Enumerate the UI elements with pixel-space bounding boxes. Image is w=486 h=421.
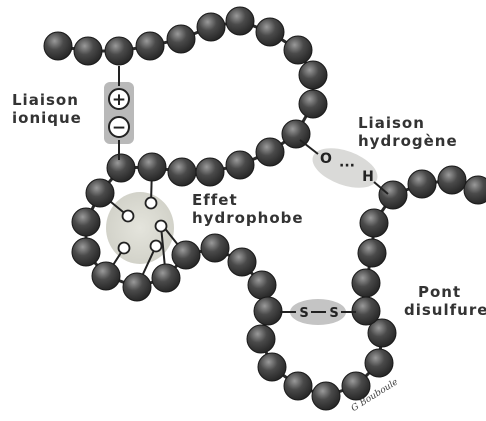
amino-acid-bead — [463, 175, 486, 205]
hydrogen-label-line1: Liaison — [358, 114, 425, 132]
hydrophobic-residue — [117, 241, 131, 255]
hydrogen-bond-halo — [312, 148, 378, 188]
amino-acid-bead — [364, 348, 394, 378]
amino-acid-bead — [195, 157, 225, 187]
amino-acid-bead — [311, 381, 341, 411]
amino-acid-bead — [247, 270, 277, 300]
charge-pair-icon: + − — [108, 66, 130, 160]
amino-acid-bead — [257, 352, 287, 382]
amino-acid-bead — [166, 24, 196, 54]
ionic-label-line2: ionique — [12, 109, 82, 127]
hydrogen-bond-icon: O ··· H — [299, 139, 389, 195]
disulfide-bridge-label: Pont disulfure — [404, 283, 486, 319]
hydrogen-bond-label: Liaison hydrogène — [358, 114, 458, 150]
amino-acid-bead — [359, 208, 389, 238]
amino-acid-bead — [137, 152, 167, 182]
plus-sign: + — [112, 90, 126, 110]
hydrogen-dots: ··· — [339, 158, 355, 174]
amino-acid-bead — [85, 178, 115, 208]
amino-acid-bead — [225, 6, 255, 36]
amino-acid-bead — [106, 153, 136, 183]
minus-sign: − — [112, 118, 126, 138]
bead-group — [43, 6, 486, 411]
amino-acid-bead — [255, 137, 285, 167]
amino-acid-bead — [283, 371, 313, 401]
disulfide-bridge-icon: S S — [280, 306, 356, 321]
amino-acid-bead — [437, 165, 467, 195]
hydrophobic-residue — [149, 239, 163, 253]
amino-acid-bead — [357, 238, 387, 268]
amino-acid-bead — [104, 36, 134, 66]
amino-acid-bead — [298, 89, 328, 119]
amino-acid-bead — [71, 207, 101, 237]
amino-acid-bead — [367, 318, 397, 348]
amino-acid-bead — [91, 261, 121, 291]
hydrogen-atom: H — [362, 169, 374, 185]
amino-acid-bead — [71, 237, 101, 267]
ionic-bond-label: Liaison ionique — [12, 91, 82, 127]
amino-acid-bead — [407, 169, 437, 199]
oxygen-atom: O — [320, 151, 332, 167]
amino-acid-bead — [255, 17, 285, 47]
sulfur-left: S — [299, 306, 308, 321]
ionic-label-line1: Liaison — [12, 91, 79, 109]
hydrophobic-label-line1: Effet — [192, 191, 238, 209]
amino-acid-bead — [298, 60, 328, 90]
amino-acid-bead — [283, 35, 313, 65]
amino-acid-bead — [378, 180, 408, 210]
amino-acid-bead — [225, 150, 255, 180]
amino-acid-bead — [253, 296, 283, 326]
amino-acid-bead — [341, 371, 371, 401]
amino-acid-bead — [43, 31, 73, 61]
amino-acid-bead — [171, 240, 201, 270]
amino-acid-bead — [167, 157, 197, 187]
hydrophobic-effect-label: Effet hydrophobe — [192, 191, 304, 227]
amino-acid-bead — [281, 119, 311, 149]
amino-acid-bead — [135, 31, 165, 61]
amino-acid-bead — [73, 36, 103, 66]
amino-acid-bead — [351, 296, 381, 326]
disulfide-label-line1: Pont — [418, 283, 462, 301]
hydrophobic-residue — [154, 219, 168, 233]
hydrogen-label-line2: hydrogène — [358, 132, 458, 150]
amino-acid-bead — [196, 12, 226, 42]
amino-acid-bead — [200, 233, 230, 263]
amino-acid-bead — [151, 263, 181, 293]
amino-acid-bead — [246, 324, 276, 354]
disulfide-label-line2: disulfure — [404, 301, 486, 319]
sulfur-right: S — [329, 306, 338, 321]
hydrophobic-label-line2: hydrophobe — [192, 209, 304, 227]
hydrophobic-residue — [121, 209, 135, 223]
amino-acid-bead — [227, 247, 257, 277]
hydrophobic-residue — [144, 196, 158, 210]
amino-acid-bead — [351, 268, 381, 298]
amino-acid-bead — [122, 272, 152, 302]
